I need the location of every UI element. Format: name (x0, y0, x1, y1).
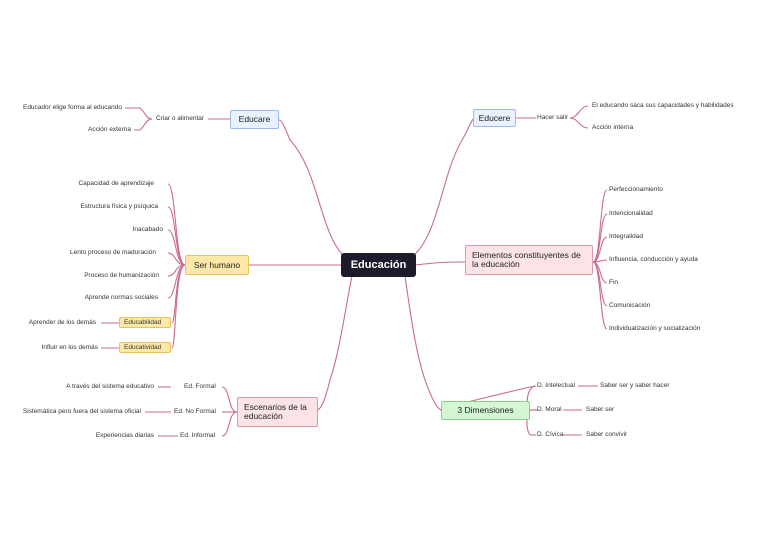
ser-humano-leaf-3: Inacabado (132, 226, 163, 233)
tag-educatividad[interactable]: Educatividad (119, 342, 171, 353)
line-elementos (414, 261, 466, 266)
tag-educabilidad[interactable]: Educabilidad (119, 317, 171, 328)
node-ser-humano[interactable]: Ser humano (185, 255, 249, 275)
escenarios-leaf-3: Experiencias diarias (95, 432, 154, 439)
educere-leaf-2: Acción interna (592, 124, 634, 131)
escenarios-leaf-2: Sistemática pero fuera del sistema ofici… (22, 408, 141, 415)
escenarios-sub-2: Ed. No Formal (174, 408, 216, 415)
ser-humano-leaf-2: Estructura física y psíquica (80, 203, 158, 210)
dimensiones-leaf-3: Saber convivir (586, 431, 628, 438)
node-dimensiones[interactable]: 3 Dimensiones (441, 401, 530, 420)
escenarios-sub-3: Ed. Informal (180, 432, 216, 439)
node-elementos[interactable]: Elementos constituyentes de la educación (465, 245, 593, 275)
elementos-leaf-1: Perfeccionamiento (609, 186, 663, 193)
educare-leaf-2: Acción externa (88, 126, 131, 133)
dimensiones-sub-3: D. Cívica (537, 431, 564, 438)
ser-humano-leaf-4: Lento proceso de maduración (69, 249, 156, 256)
ser-humano-leaf-5: Proceso de humanización (84, 272, 159, 279)
ser-humano-leaf-7: Aprender de los demás (28, 319, 96, 326)
line-educare (278, 119, 343, 255)
elementos-leaf-3: Integralidad (609, 233, 643, 240)
dimensiones-sub-2: D. Moral (537, 406, 562, 413)
line-escenarios (317, 275, 353, 411)
educare-sub: Criar o alimentar (156, 115, 205, 122)
educere-leaf-1: El educando saca sus capacidades y habil… (592, 102, 734, 109)
line-educere (414, 117, 475, 255)
escenarios-sub-1: Ed. Formal (184, 383, 216, 390)
elementos-leaf-5: Fin (609, 279, 619, 286)
elementos-leaf-4: Influencia, conducción y ayuda (609, 256, 698, 263)
educere-sub: Hacer salir (537, 114, 569, 121)
node-educare[interactable]: Educare (230, 110, 279, 129)
elementos-leaf-2: Intencionalidad (609, 210, 653, 217)
node-escenarios[interactable]: Escenarios de la educación (237, 397, 318, 427)
ser-humano-leaf-8: Influir en los demás (41, 344, 98, 351)
elementos-leaf-7: Individualización y socialización (609, 325, 701, 332)
dimensiones-sub-1: D. Intelectual (537, 382, 575, 389)
line-dimensiones (404, 275, 442, 411)
elementos-leaf-6: Comunicación (609, 302, 651, 309)
ser-humano-leaf-1: Capacidad de aprendizaje (78, 180, 154, 187)
dimensiones-leaf-1: Saber ser y saber hacer (600, 382, 670, 389)
educare-leaf-1: Educador elige forma al educando (22, 104, 122, 111)
ser-humano-leaf-6: Aprende normas sociales (84, 294, 158, 301)
escenarios-leaf-1: A través del sistema educativo (66, 383, 154, 390)
dimensiones-leaf-2: Saber ser (586, 406, 615, 413)
central-node[interactable]: Educación (341, 253, 416, 277)
node-educere[interactable]: Educere (473, 109, 516, 127)
